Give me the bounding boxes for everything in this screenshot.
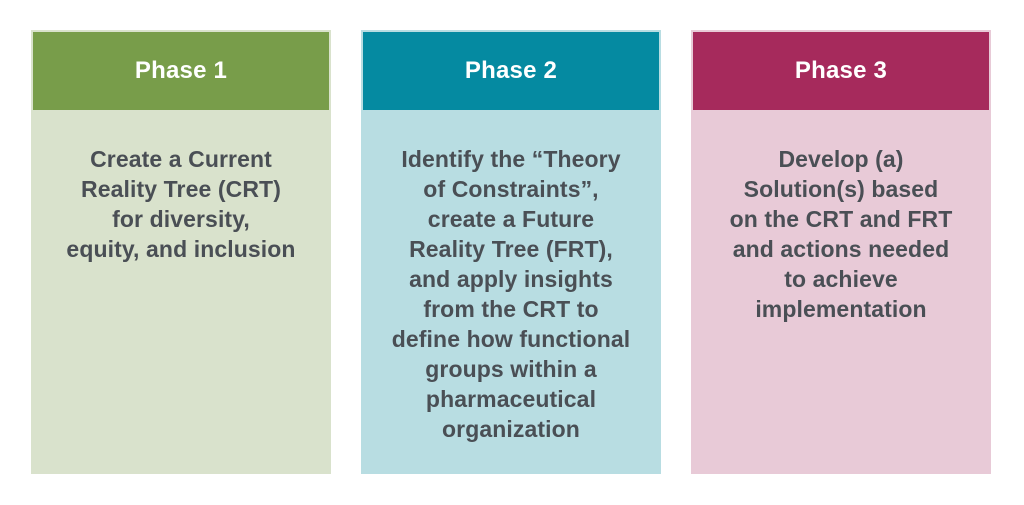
- phase-3-description: Develop (a) Solution(s) based on the CRT…: [729, 146, 953, 322]
- phase-3-body: Develop (a) Solution(s) based on the CRT…: [693, 110, 989, 472]
- phase-1-body: Create a Current Reality Tree (CRT) for …: [33, 110, 329, 472]
- phase-3-card: Phase 3 Develop (a) Solution(s) based on…: [691, 30, 991, 474]
- phase-2-header: Phase 2: [363, 32, 659, 110]
- phase-1-description: Create a Current Reality Tree (CRT) for …: [66, 146, 296, 262]
- phase-3-header: Phase 3: [693, 32, 989, 110]
- phase-2-card: Phase 2 Identify the “Theory of Constrai…: [361, 30, 661, 474]
- phase-1-header: Phase 1: [33, 32, 329, 110]
- phase-2-description: Identify the “Theory of Constraints”, cr…: [391, 146, 631, 442]
- phase-1-card: Phase 1 Create a Current Reality Tree (C…: [31, 30, 331, 474]
- phase-2-body: Identify the “Theory of Constraints”, cr…: [363, 110, 659, 472]
